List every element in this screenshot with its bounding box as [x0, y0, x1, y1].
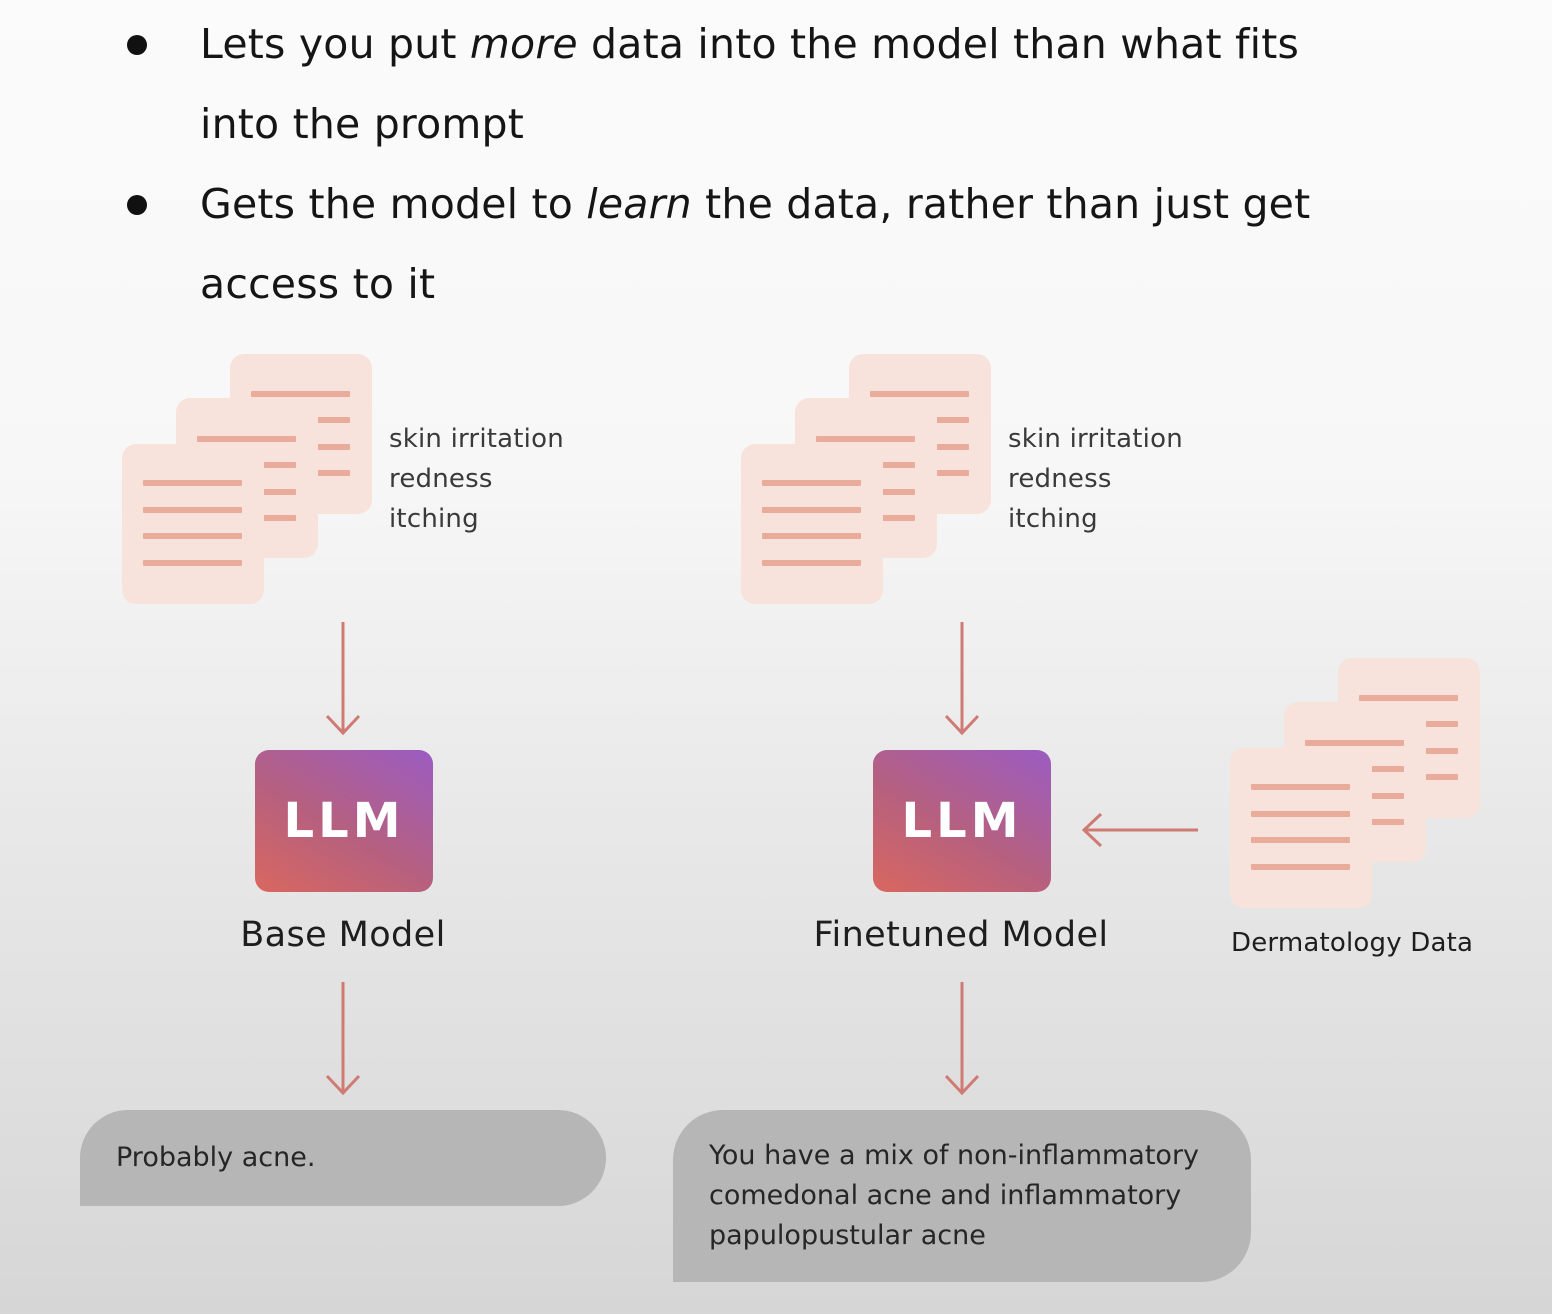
- symptom-item: itching: [1008, 504, 1098, 534]
- base-model-response: Probably acne.: [80, 1110, 606, 1206]
- bullet-2-emphasis: learn: [586, 180, 692, 228]
- bullet-1-emphasis: more: [469, 20, 578, 68]
- document-stack-icon: [122, 354, 382, 614]
- dermatology-data-label: Dermatology Data: [1231, 928, 1474, 958]
- bullet-2-text-b: the data, rather than just get: [691, 180, 1311, 228]
- bullet-dot: [127, 35, 147, 55]
- bullet-2-text-a: Gets the model to: [200, 180, 587, 228]
- bullet-1: Lets you put more data into the model th…: [200, 4, 1500, 164]
- finetuned-model-label: Finetuned Model: [813, 915, 1109, 955]
- bullet-1-text-b: data into the model than what fits: [577, 20, 1300, 68]
- llm-base-box: LLM: [255, 750, 433, 892]
- base-model-label: Base Model: [240, 915, 446, 955]
- document-stack-icon: [741, 354, 1001, 614]
- bullet-1-line-1: Lets you put more data into the model th…: [200, 4, 1500, 84]
- arrow-down-icon: [325, 982, 361, 1096]
- bullet-1-line-2: into the prompt: [200, 100, 524, 148]
- arrow-left-icon: [1081, 812, 1198, 848]
- symptom-list: skin irritation redness itching: [1008, 419, 1183, 539]
- arrow-down-icon: [944, 622, 980, 736]
- symptom-item: itching: [389, 504, 479, 534]
- arrow-down-icon: [325, 622, 361, 736]
- symptom-item: redness: [389, 464, 493, 494]
- finetuned-model-response: You have a mix of non-inflammatory comed…: [673, 1110, 1251, 1282]
- document-stack-icon: [1230, 658, 1490, 918]
- arrow-down-icon: [944, 982, 980, 1096]
- bullet-dot: [127, 195, 147, 215]
- symptom-item: skin irritation: [389, 424, 564, 454]
- bullet-2: Gets the model to learn the data, rather…: [200, 164, 1500, 324]
- llm-finetuned-box: LLM: [873, 750, 1051, 892]
- bullet-2-line-2: access to it: [200, 260, 436, 308]
- bullet-2-line-1: Gets the model to learn the data, rather…: [200, 164, 1500, 244]
- symptom-list: skin irritation redness itching: [389, 419, 564, 539]
- symptom-item: redness: [1008, 464, 1112, 494]
- bullet-1-text-a: Lets you put: [200, 20, 470, 68]
- symptom-item: skin irritation: [1008, 424, 1183, 454]
